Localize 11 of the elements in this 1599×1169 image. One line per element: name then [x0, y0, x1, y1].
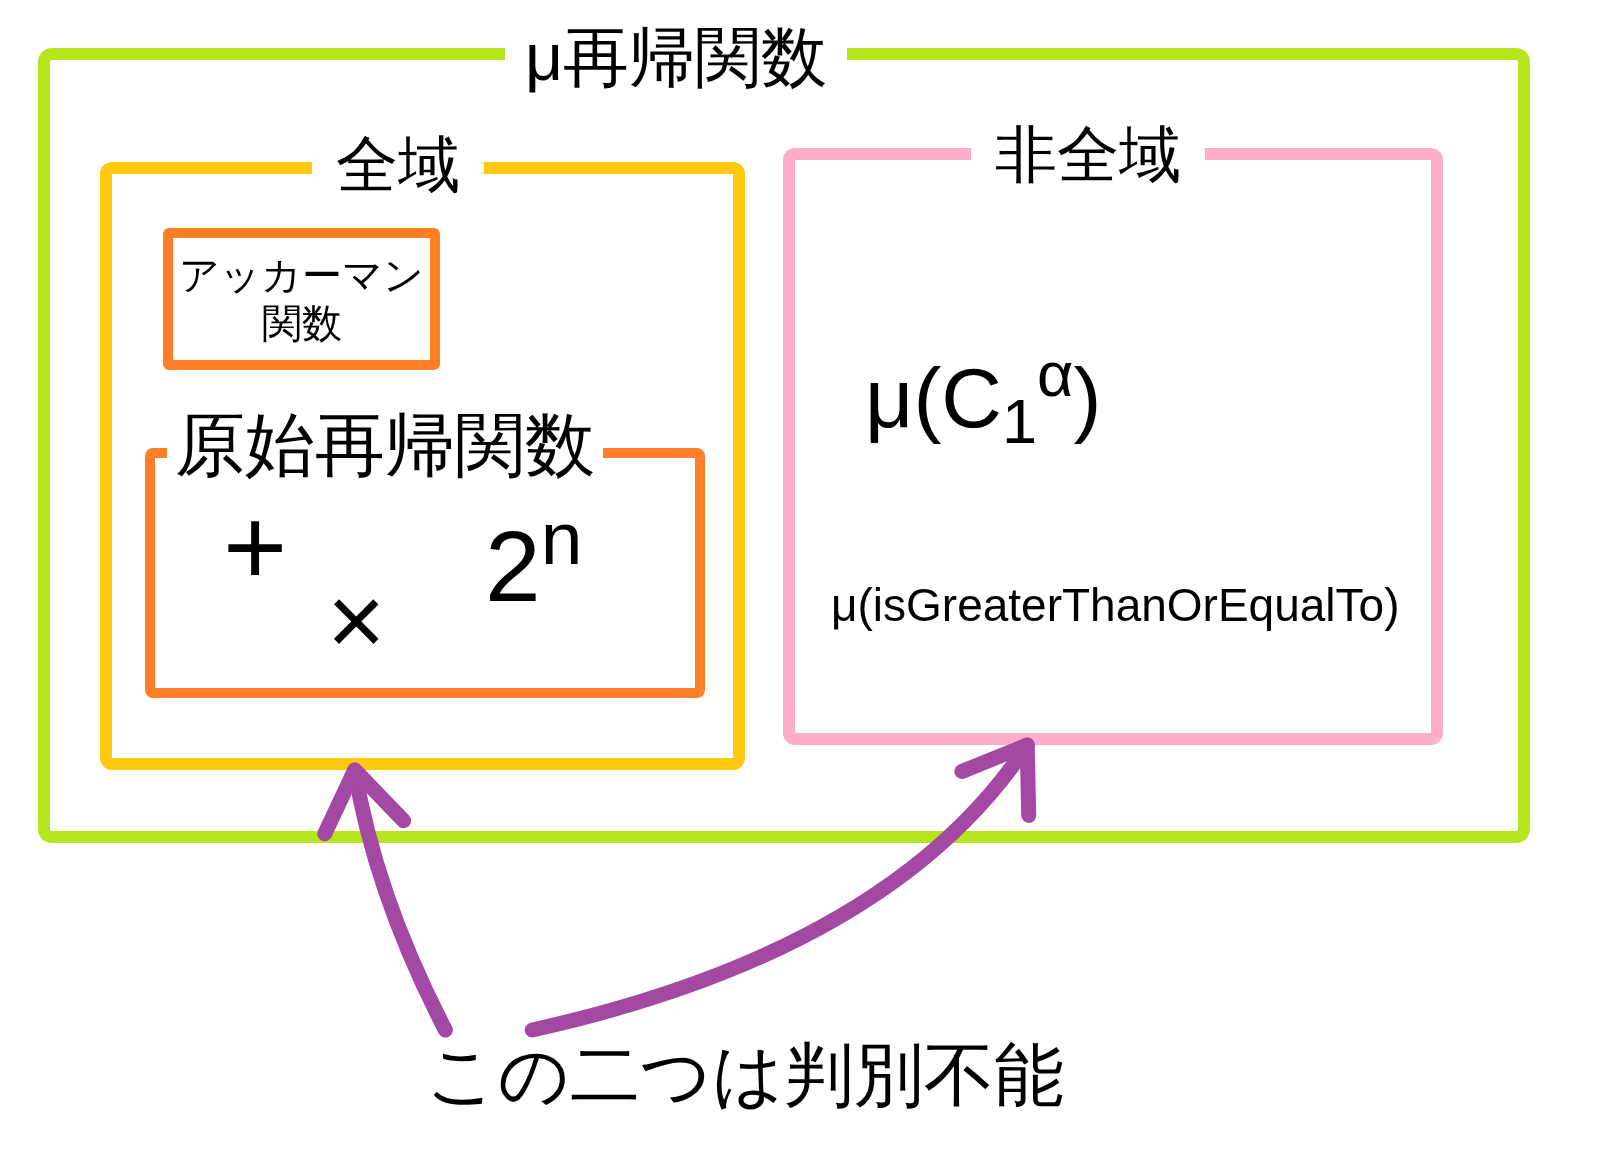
frame-heading: 全域: [312, 134, 484, 196]
annotation-text: この二つは判別不能: [395, 1030, 1095, 1120]
formula-text: 2$^{n}$: [485, 516, 583, 616]
arrow: [318, 762, 453, 1038]
operator-symbol: ×: [327, 570, 386, 670]
arrow: [524, 737, 1035, 1038]
frame-heading: 原始再帰関数: [167, 410, 603, 480]
operator-symbol: +: [223, 492, 288, 602]
frame-heading: 非全域: [971, 124, 1205, 186]
function-box: [163, 228, 440, 370]
function-name: アッカーマン関数: [178, 252, 425, 347]
